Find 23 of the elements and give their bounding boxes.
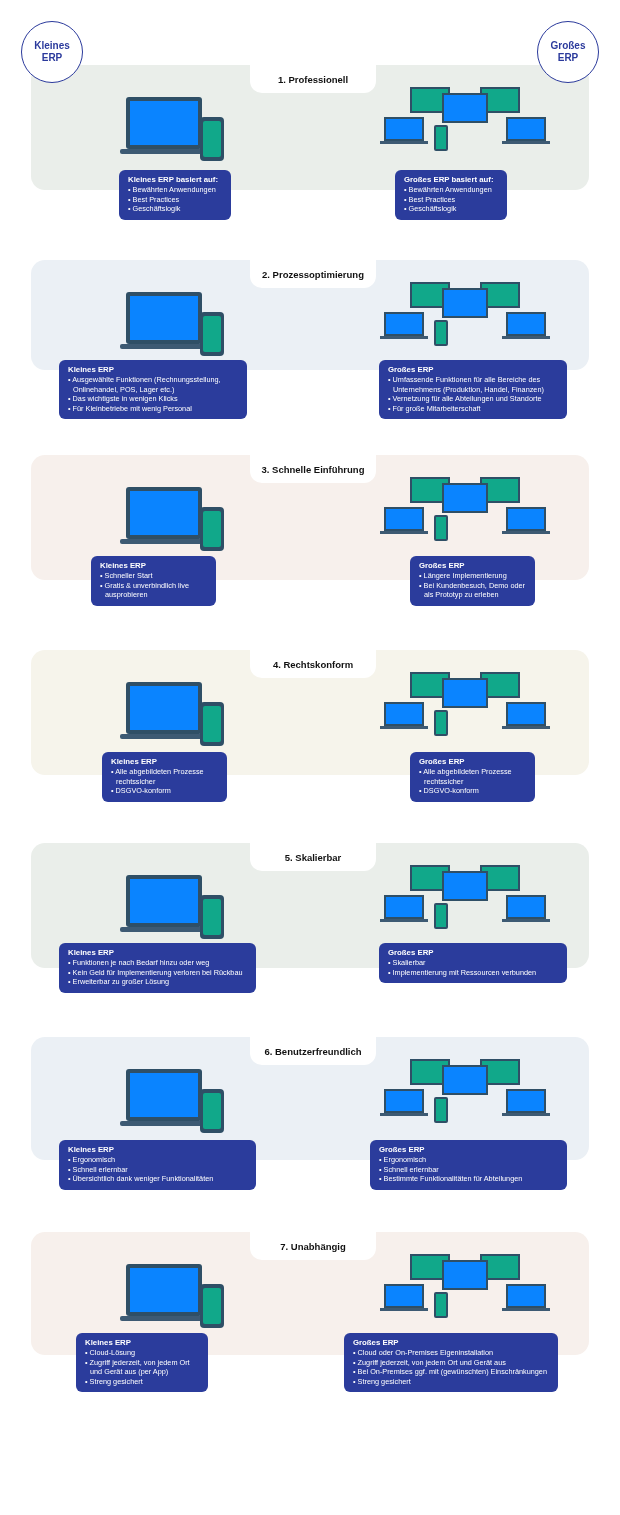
info-box xyxy=(395,170,507,220)
info-box xyxy=(59,360,247,420)
info-box xyxy=(410,752,535,802)
info-box xyxy=(379,360,567,420)
info-box xyxy=(102,752,227,802)
info-box xyxy=(379,943,567,984)
section-tab: 1. Professionell xyxy=(250,65,376,93)
circle-label: Großes ERP xyxy=(537,21,599,83)
info-box xyxy=(370,1140,567,1190)
info-box xyxy=(119,170,231,220)
info-box xyxy=(59,943,256,993)
info-box xyxy=(59,1140,256,1190)
circle-label: Kleines ERP xyxy=(21,21,83,83)
section-tab: 7. Unabhängig xyxy=(250,1232,376,1260)
section-tab: 4. Rechtskonform xyxy=(250,650,376,678)
info-box xyxy=(344,1333,558,1393)
info-box xyxy=(410,556,535,606)
info-box xyxy=(76,1333,208,1393)
section-tab: 3. Schnelle Einführung xyxy=(250,455,376,483)
section-tab: 2. Prozessoptimierung xyxy=(250,260,376,288)
section-tab: 5. Skalierbar xyxy=(250,843,376,871)
info-box xyxy=(91,556,216,606)
section-tab: 6. Benutzerfreundlich xyxy=(250,1037,376,1065)
